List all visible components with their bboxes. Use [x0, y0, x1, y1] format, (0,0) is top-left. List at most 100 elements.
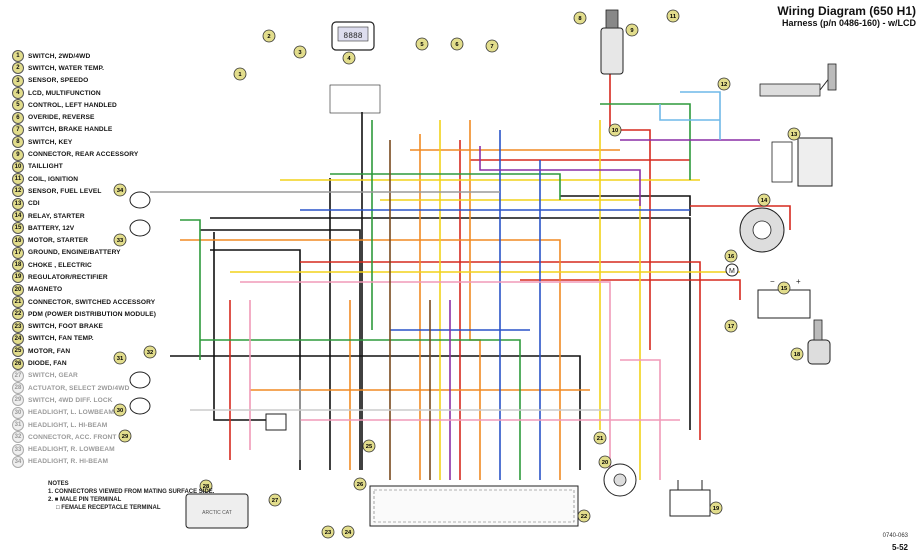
- legend-label: HEADLIGHT, R. HI-BEAM: [28, 458, 109, 466]
- callout-number: 27: [272, 498, 278, 504]
- regulator-rectifier-component: [669, 480, 711, 517]
- legend-number-badge: 28: [12, 382, 24, 395]
- actuator-component: ARCTIC CAT: [185, 493, 249, 529]
- callout-number: 18: [794, 352, 801, 358]
- notes-line-3: □ FEMALE RECEPTACLE TERMINAL: [56, 505, 161, 511]
- wire: [479, 146, 641, 206]
- lcd-multifunction-component: 8888: [329, 21, 381, 114]
- callout-badge: 9: [625, 23, 639, 37]
- callout-number: 11: [670, 14, 677, 20]
- callout-badge: 11: [666, 9, 680, 23]
- legend-number-badge: 19: [12, 271, 24, 284]
- callout-badge: 30: [113, 403, 127, 417]
- legend-label: CDI: [28, 200, 40, 208]
- headlights-left-component: [129, 191, 151, 237]
- wire: [180, 219, 201, 360]
- wire: [210, 249, 301, 470]
- callout-badge: 33: [113, 233, 127, 247]
- callout-badge: 29: [118, 429, 132, 443]
- callout-badge: 15: [777, 281, 791, 295]
- legend-number-badge: 24: [12, 332, 24, 345]
- svg-text:M: M: [729, 268, 735, 275]
- callout-number: 33: [117, 238, 124, 244]
- legend-label: RELAY, STARTER: [28, 212, 85, 220]
- legend-number-badge: 18: [12, 259, 24, 272]
- callout-badge: 17: [724, 319, 738, 333]
- headlights-right-component: [129, 371, 151, 415]
- callout-number: 10: [612, 128, 618, 134]
- callout-badge: 26: [353, 477, 367, 491]
- legend-number-badge: 23: [12, 320, 24, 333]
- legend-number-badge: 34: [12, 455, 24, 468]
- legend-number-badge: 8: [12, 136, 24, 149]
- callout-number: 28: [203, 484, 210, 490]
- legend-label: MOTOR, STARTER: [28, 237, 89, 245]
- legend-label: PDM (POWER DISTRIBUTION MODULE): [28, 310, 157, 318]
- wire: [600, 103, 691, 180]
- legend-number-badge: 21: [12, 296, 24, 309]
- legend-number-badge: 4: [12, 87, 24, 100]
- wire: [240, 281, 611, 480]
- starter-relay-component: [739, 207, 785, 253]
- callout-badge: 31: [113, 351, 127, 365]
- callout-number: 14: [761, 198, 768, 204]
- callout-badge: 19: [709, 501, 723, 515]
- callout-badge: 12: [717, 77, 731, 91]
- fuel-level-sensor-component: [759, 63, 837, 97]
- callout-badge: 28: [199, 479, 213, 493]
- notes-line-1: 1. CONNECTORS VIEWED FROM MATING SURFACE…: [48, 489, 215, 495]
- callout-number: 8: [578, 16, 582, 22]
- callout-number: 9: [630, 28, 634, 34]
- callout-badge: 1: [233, 67, 247, 81]
- legend-number-badge: 32: [12, 431, 24, 444]
- callout-number: 6: [455, 42, 459, 48]
- legend-label: BATTERY, 12V: [28, 224, 75, 232]
- callout-number: 22: [581, 514, 587, 520]
- legend-label: HEADLIGHT, L. LOWBEAM: [28, 409, 114, 417]
- wire: [213, 232, 270, 421]
- legend-label: HEADLIGHT, L. HI-BEAM: [28, 421, 108, 429]
- page-number: 5-52: [891, 543, 908, 552]
- callout-badge: 16: [724, 249, 738, 263]
- callout-number: 4: [347, 56, 351, 62]
- legend-label: SWITCH, 2WD/4WD: [28, 52, 91, 60]
- cdi-component: [771, 137, 833, 187]
- legend-number-badge: 27: [12, 369, 24, 382]
- legend-label: GROUND, ENGINE/BATTERY: [28, 249, 121, 257]
- notes-line-2: 2. ■ MALE PIN TERMINAL: [48, 497, 122, 503]
- legend-number-badge: 16: [12, 234, 24, 247]
- wire: [330, 173, 561, 200]
- magneto-component: [603, 463, 637, 497]
- legend-label: CONNECTOR, REAR ACCESSORY: [28, 151, 139, 159]
- callout-number: 20: [602, 460, 608, 466]
- legend-label: SENSOR, FUEL LEVEL: [28, 187, 102, 195]
- legend-label: CONNECTOR, ACC. FRONT: [28, 433, 117, 441]
- legend-number-badge: 3: [12, 74, 24, 87]
- callout-number: 1: [238, 72, 242, 78]
- legend-item: 34 HEADLIGHT, R. HI-BEAM: [12, 455, 212, 468]
- page-footer: 0740-063 5-52: [883, 533, 908, 552]
- wire: [180, 239, 561, 480]
- callout-badge: 3: [293, 45, 307, 59]
